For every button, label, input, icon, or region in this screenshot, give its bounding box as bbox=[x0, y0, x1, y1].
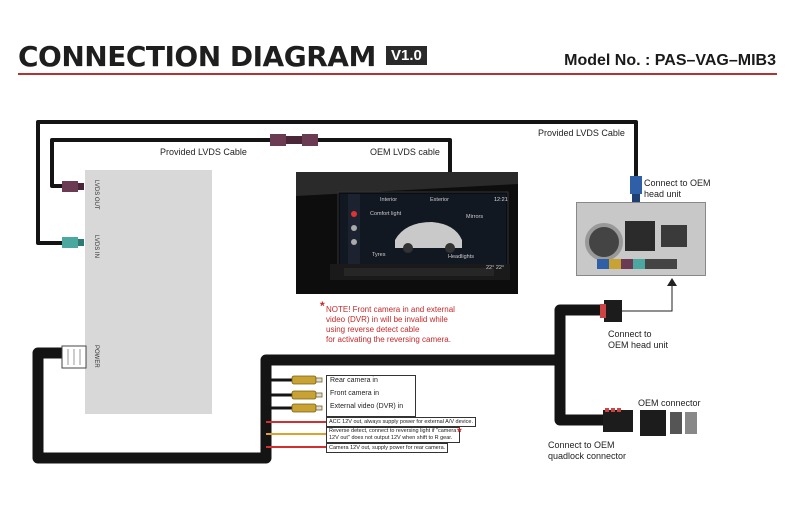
version-badge: V1.0 bbox=[386, 46, 427, 65]
acc-label: ACC 12V out, always supply power for ext… bbox=[326, 417, 476, 427]
port-lvds-out-label: LVDS OUT bbox=[93, 180, 99, 210]
quadlock-socket bbox=[625, 221, 655, 251]
screen-temp: 22° 22° bbox=[486, 265, 505, 271]
label-oem-connector: OEM connector bbox=[638, 398, 701, 408]
title-underline bbox=[18, 73, 777, 75]
oem-head-unit bbox=[576, 202, 706, 276]
lvds-cable-outer bbox=[50, 138, 270, 188]
note-line: video (DVR) in will be invalid while bbox=[326, 315, 448, 324]
camera-power-label: Camera 12V out, supply power for rear ca… bbox=[326, 443, 449, 453]
fakra-lvds-out bbox=[62, 181, 84, 192]
rca-plugs bbox=[291, 375, 323, 413]
arrow-head bbox=[667, 278, 677, 286]
oem-connector-blocks bbox=[640, 410, 697, 436]
label-oem-lvds: OEM LVDS cable bbox=[370, 147, 440, 157]
fakra-ports bbox=[597, 259, 677, 269]
page-title: CONNECTION DIAGRAM bbox=[18, 40, 376, 73]
note-line: NOTE! Front camera in and external bbox=[326, 305, 455, 314]
fan-icon bbox=[585, 223, 623, 261]
rca-label-box: Rear camera in Front camera in External … bbox=[326, 375, 416, 417]
screen-item-comfort: Comfort light bbox=[370, 211, 402, 217]
screen-tab-interior: Interior bbox=[380, 197, 398, 203]
reverse-star: * bbox=[457, 425, 462, 439]
rca-label-rear: Rear camera in bbox=[330, 377, 378, 384]
fakra-head-unit bbox=[630, 176, 642, 202]
screen-time: 12:21 bbox=[494, 197, 508, 203]
screen-item-headlights: Headlights bbox=[448, 254, 474, 260]
head-unit-plug bbox=[600, 300, 622, 322]
oem-screen-photo bbox=[296, 172, 518, 294]
quadlock-plug bbox=[603, 408, 633, 432]
label-connect-head-unit-mid2: OEM head unit bbox=[608, 340, 669, 350]
aux-socket bbox=[661, 225, 687, 247]
rca-label-front: Front camera in bbox=[330, 390, 380, 397]
note-star: * bbox=[320, 299, 325, 313]
power-harness bbox=[32, 304, 608, 464]
screen-item-tyres: Tyres bbox=[372, 252, 386, 258]
power-plug bbox=[61, 345, 87, 369]
rca-label-dvr: External video (DVR) in bbox=[330, 403, 404, 410]
port-power-label: POWER bbox=[93, 345, 99, 368]
label-quadlock-2: quadlock connector bbox=[548, 451, 627, 461]
label-quadlock-1: Connect to OEM bbox=[548, 440, 615, 450]
note-line: using reverse detect cable bbox=[326, 325, 420, 334]
arrow-line bbox=[622, 282, 673, 312]
label-connect-head-unit-top: Connect to OEM bbox=[644, 178, 711, 188]
oem-lvds-cable bbox=[316, 138, 452, 172]
screen-tab-exterior: Exterior bbox=[430, 197, 449, 203]
fakra-inline-pair bbox=[270, 134, 318, 146]
quadlock-branch bbox=[554, 360, 606, 426]
label-connect-head-unit-top2: head unit bbox=[644, 189, 682, 199]
reverse-label: Reverse detect, connect to reversing lig… bbox=[326, 427, 460, 443]
note-block: * NOTE! Front camera in and external vid… bbox=[320, 300, 486, 345]
port-lvds-in-label: LVDS IN bbox=[93, 235, 99, 258]
label-provided-lvds-top: Provided LVDS Cable bbox=[160, 147, 247, 157]
fakra-lvds-in bbox=[62, 237, 84, 248]
screen-item-mirrors: Mirrors bbox=[466, 214, 484, 220]
label-provided-lvds-right: Provided LVDS Cable bbox=[538, 128, 625, 138]
model-number: Model No. : PAS–VAG–MIB3 bbox=[564, 52, 776, 69]
interface-box bbox=[85, 170, 212, 414]
lvds-cable-outer-2 bbox=[36, 120, 638, 245]
label-connect-head-unit-mid: Connect to bbox=[608, 329, 652, 339]
note-line: for activating the reversing camera. bbox=[326, 335, 451, 344]
